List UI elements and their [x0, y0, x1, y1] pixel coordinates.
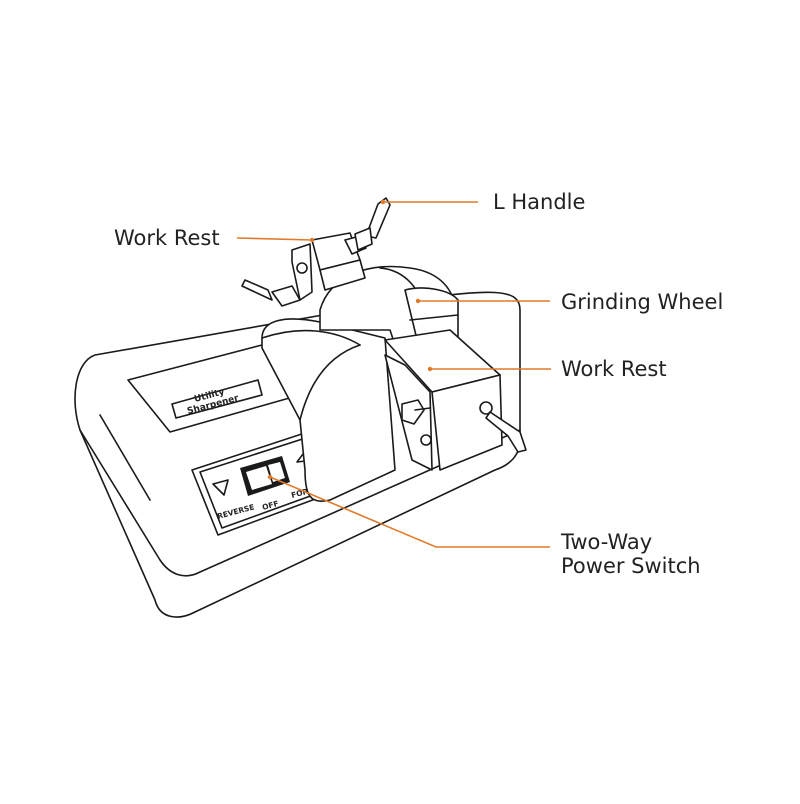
callout-power-switch-line2: Power Switch	[561, 554, 701, 578]
l-handle	[354, 197, 391, 251]
rocker-switch-icon[interactable]	[240, 456, 290, 496]
switch-off-label: OFF	[261, 499, 279, 512]
callout-work-rest-side: Work Rest	[561, 357, 667, 381]
side-work-rest	[384, 329, 527, 471]
callout-power-switch-line1: Two-Way	[561, 530, 653, 554]
motor-housing	[261, 318, 396, 502]
top-work-rest	[241, 232, 367, 307]
callout-l-handle: L Handle	[493, 190, 586, 214]
callout-grinding-wheel: Grinding Wheel	[561, 290, 724, 314]
leader-lines	[236, 199, 551, 548]
reverse-arrow-icon	[212, 479, 229, 496]
callout-work-rest-top: Work Rest	[114, 226, 220, 250]
nameplate: Utility Sharpener	[127, 344, 301, 433]
